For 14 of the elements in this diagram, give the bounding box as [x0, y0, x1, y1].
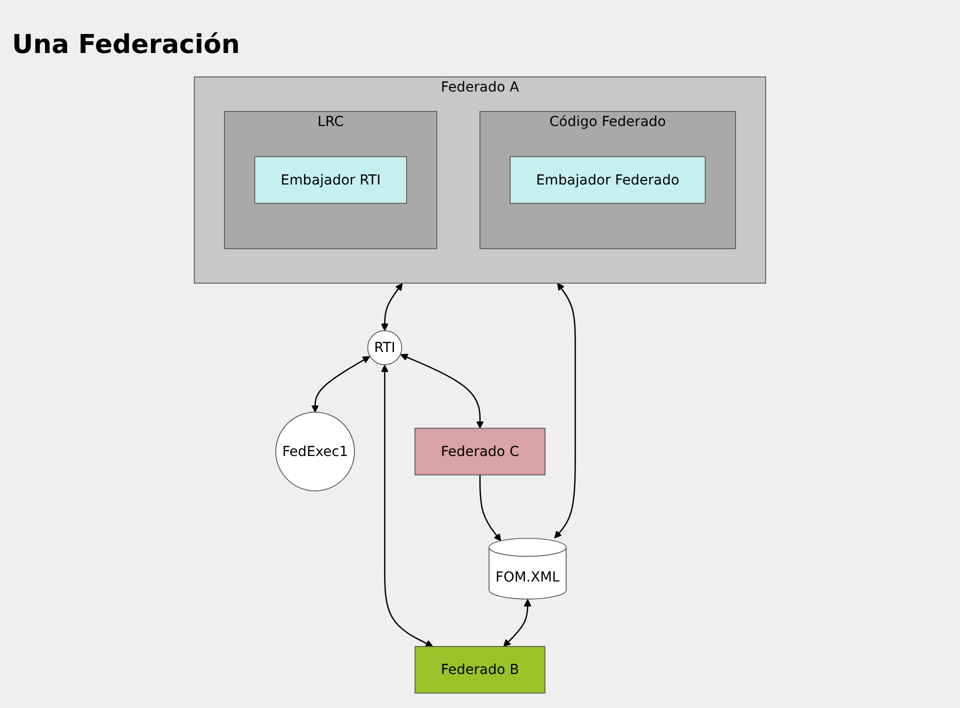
node-box: Embajador Federado [510, 156, 706, 204]
node-box: Embajador RTI [254, 156, 408, 204]
arrow [554, 282, 576, 538]
arrow [380, 283, 403, 331]
arrow [503, 599, 532, 647]
node-box: Federado B [414, 646, 546, 694]
node-circle: FedExec1 [275, 412, 355, 492]
arrow [311, 356, 370, 412]
diagram-title: Una Federación [12, 30, 240, 60]
arrow [479, 474, 502, 542]
node-circle: RTI [367, 330, 402, 366]
arrow [400, 354, 484, 429]
node-box: Federado C [414, 428, 546, 476]
arrow [380, 364, 434, 647]
